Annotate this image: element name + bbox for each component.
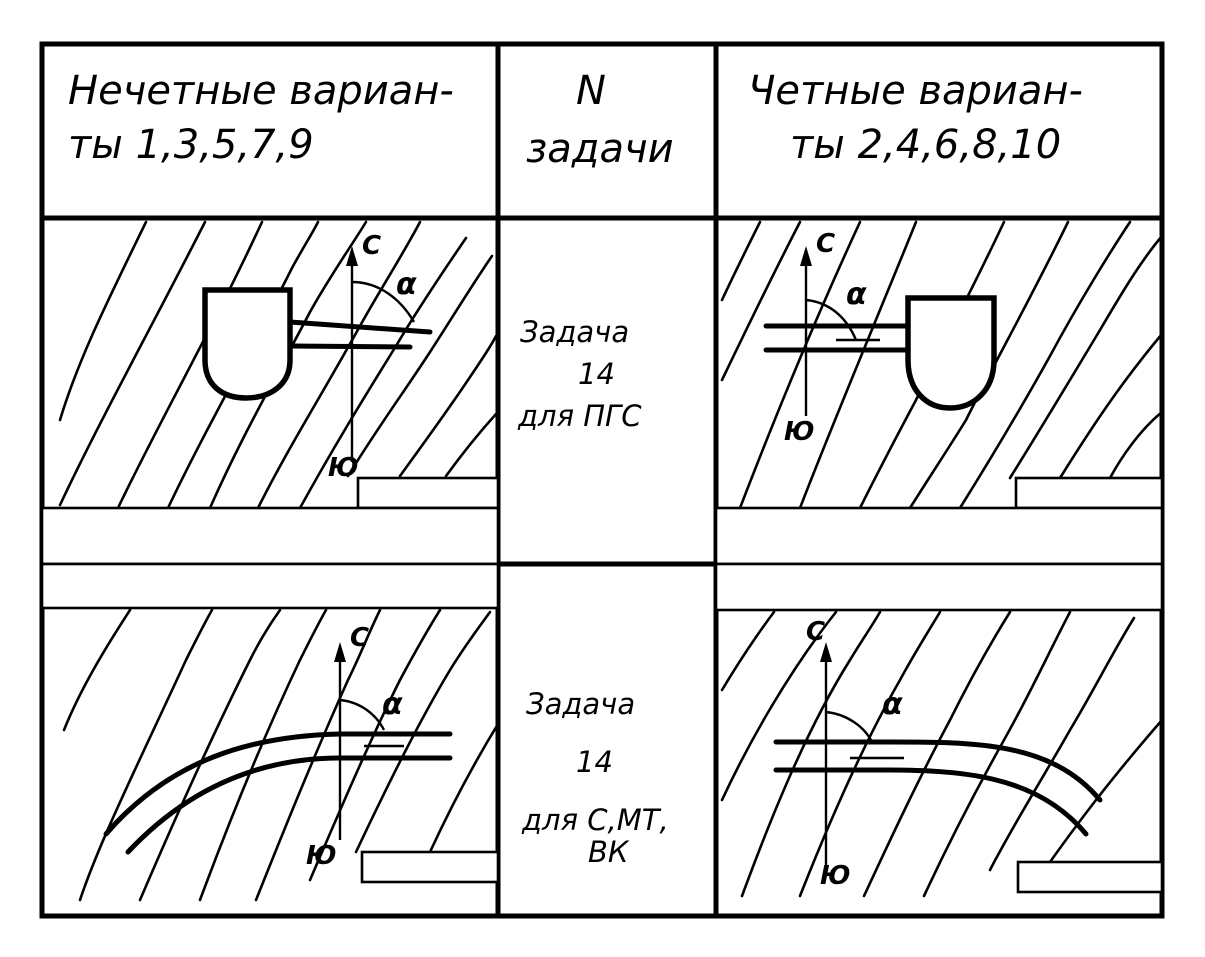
- task-pgs-line1: Задача: [520, 315, 629, 349]
- diagram-even-smt: С α Ю: [714, 562, 1164, 898]
- dam-structure: [905, 295, 997, 411]
- diagram-odd-smt: С α Ю: [40, 562, 500, 902]
- south-label: Ю: [784, 417, 815, 447]
- north-arrowhead: [800, 246, 812, 266]
- road-strip: [40, 506, 500, 566]
- pipeline-curve-upper: [773, 739, 1103, 803]
- corner-building-block: [356, 476, 500, 510]
- table-border: [39, 41, 1165, 919]
- road-strip: [714, 506, 1164, 566]
- pipeline-curve-upper: [103, 731, 453, 837]
- task-smt-line3: для С,МТ,: [521, 803, 669, 837]
- road-strip: [40, 562, 500, 610]
- north-arrowhead: [346, 246, 358, 266]
- task-pgs-line2: 14: [578, 357, 615, 391]
- north-label: С: [806, 617, 825, 647]
- task-smt-line4: ВК: [588, 835, 630, 869]
- north-label: С: [362, 231, 381, 261]
- contour-lines: [58, 220, 498, 510]
- pipeline-curve-lower: [773, 767, 1089, 837]
- contour-lines: [62, 608, 500, 902]
- task-smt-line1: Задача: [526, 687, 635, 721]
- diagram-even-pgs: С α Ю: [714, 220, 1164, 566]
- task-smt-line2: 14: [576, 745, 613, 779]
- contour-lines: [720, 220, 1164, 510]
- header-odd-line1: Нечетные вариан-: [68, 68, 454, 114]
- contour-lines: [720, 610, 1164, 898]
- diagram-odd-pgs: С α Ю: [40, 220, 500, 566]
- canal-line-upper: [287, 319, 433, 335]
- angle-label: α: [382, 687, 403, 722]
- angle-label: α: [846, 277, 867, 312]
- north-arrowhead: [334, 642, 346, 662]
- angle-arc: [825, 710, 874, 743]
- road-strip: [714, 562, 1164, 612]
- canal-line-lower: [287, 343, 413, 350]
- header-task-line1: N: [576, 68, 606, 114]
- angle-arc: [805, 298, 858, 341]
- corner-building-block: [360, 850, 500, 884]
- south-label: Ю: [306, 841, 337, 871]
- north-arrowhead: [820, 642, 832, 662]
- angle-arc: [351, 280, 416, 323]
- pipeline-curve-lower: [125, 755, 453, 855]
- angle-arc: [339, 698, 386, 731]
- header-odd-line2: ты 1,3,5,7,9: [68, 122, 314, 168]
- angle-label: α: [396, 267, 417, 302]
- task-pgs-line3: для ПГС: [517, 399, 642, 433]
- north-label: С: [350, 623, 369, 653]
- north-label: С: [816, 229, 835, 259]
- dam-structure: [202, 287, 293, 401]
- angle-label: α: [882, 687, 903, 722]
- south-label: Ю: [328, 453, 359, 483]
- header-even-line1: Четные вариан-: [748, 68, 1083, 114]
- south-label: Ю: [820, 861, 851, 891]
- corner-building-block: [1014, 476, 1164, 510]
- header-task-line2: задачи: [526, 126, 674, 172]
- corner-building-block: [1016, 860, 1164, 894]
- header-even-line2: ты 2,4,6,8,10: [790, 122, 1061, 168]
